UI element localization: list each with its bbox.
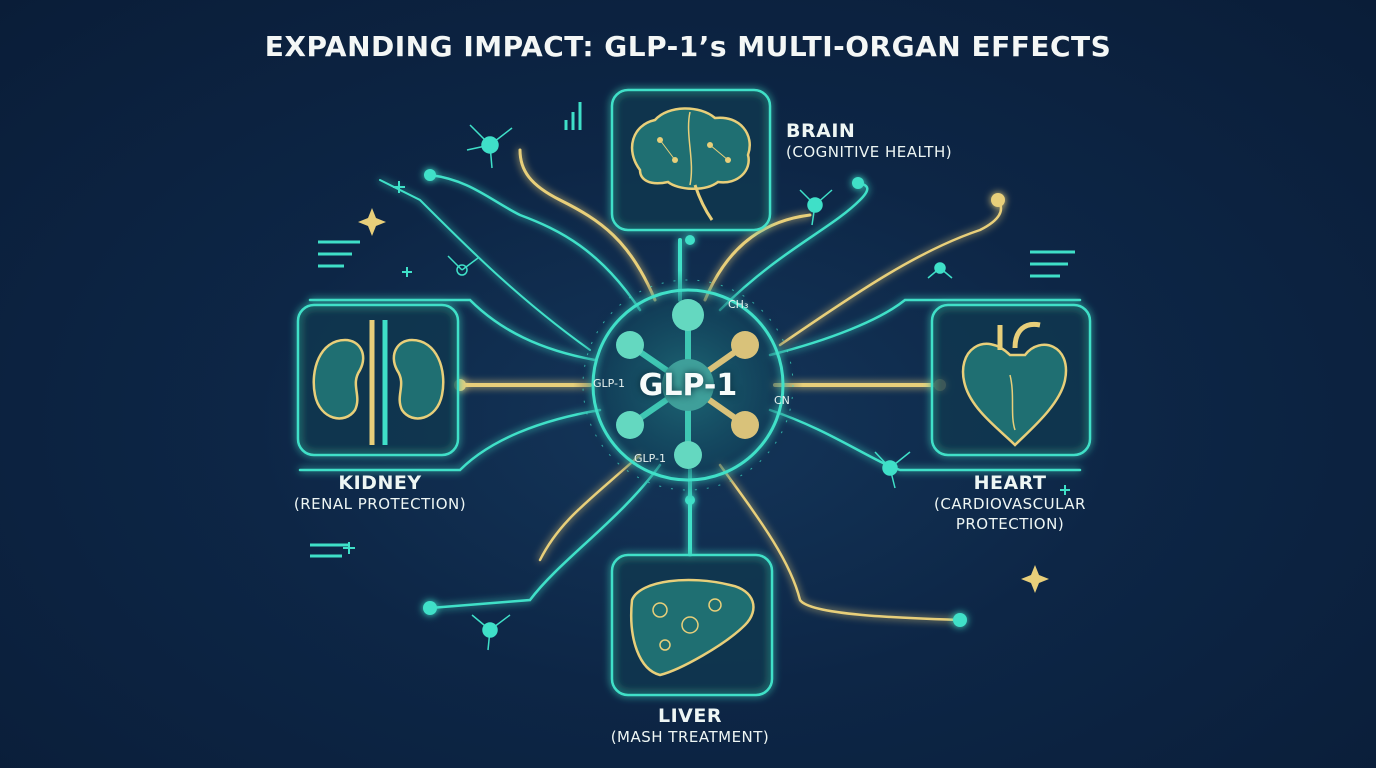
diagram-title: EXPANDING IMPACT: GLP-1’s MULTI-ORGAN EF… — [264, 30, 1112, 63]
liver-icon — [630, 578, 755, 677]
center-label: GLP-1 — [638, 368, 738, 403]
brain-sub: (COGNITIVE HEALTH) — [786, 143, 953, 161]
liver-sub: (MASH TREATMENT) — [610, 728, 770, 746]
heart-sub-1: (CARDIOVASCULAR — [934, 495, 1086, 513]
brain-label: BRAIN (COGNITIVE HEALTH) — [786, 120, 952, 162]
kidney-label: KIDNEY (RENAL PROTECTION) — [270, 472, 490, 514]
molecule-label-top: CH₃ — [728, 298, 749, 311]
kidney-icon — [312, 320, 445, 445]
heart-label: HEART (CARDIOVASCULAR PROTECTION) — [900, 472, 1120, 534]
sparkle-icon — [358, 208, 1049, 593]
molecule-icon — [616, 299, 759, 469]
plus-icons — [343, 181, 1070, 554]
kidney-name: KIDNEY — [338, 472, 422, 494]
decorative-bars — [310, 102, 1075, 558]
kidney-sub: (RENAL PROTECTION) — [293, 495, 467, 513]
molecule-label-bottom: GLP-1 — [634, 452, 667, 465]
heart-icon — [961, 321, 1068, 447]
liver-name: LIVER — [658, 705, 722, 727]
decorative-molecules — [447, 124, 953, 651]
molecule-label-left: GLP-1 — [593, 377, 626, 390]
heart-name: HEART — [973, 472, 1047, 494]
brain-icon — [630, 107, 751, 221]
liver-label: LIVER (MASH TREATMENT) — [590, 705, 790, 747]
molecule-label-right: CN — [774, 394, 790, 407]
heart-sub-2: PROTECTION) — [955, 515, 1065, 533]
brain-name: BRAIN — [786, 120, 856, 142]
